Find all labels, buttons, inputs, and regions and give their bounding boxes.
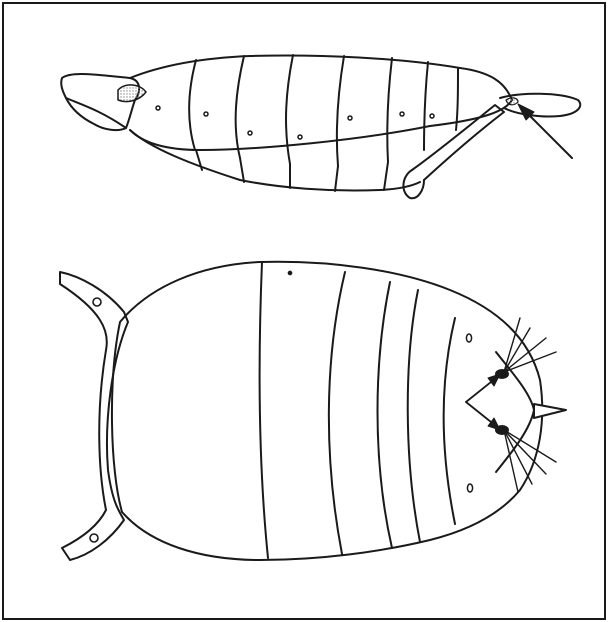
lateral-sternite-line [196,150,202,170]
lateral-sternite-line [335,166,338,191]
lateral-tergite-line [286,55,293,164]
dorsal-segment-line [444,318,455,524]
lateral-tergite-line [189,60,196,150]
dorsal-terminal-spine [534,404,566,418]
lateral-ventral-outline [130,130,420,191]
dorsal-setae-upper [504,318,556,372]
dorsal-segment-line [408,290,420,542]
lateral-body-outline [130,56,512,151]
dorsal-arrowhead [488,418,500,430]
dorsal-crescent-strap [60,272,128,560]
lateral-tergite-line [236,56,244,158]
lateral-terminal-spot [506,98,518,105]
dorsal-strap-spot [93,298,101,306]
lateral-tergite-line [424,62,428,150]
dorsal-segment-line [260,262,268,558]
lateral-view [61,55,580,198]
dorsal-strap-spot [90,534,98,542]
lateral-tergite-line [387,58,392,162]
lateral-stippled-patch [118,85,146,102]
dorsal-segment-line [378,282,393,548]
dorsal-setae-lower [504,430,556,492]
dorsal-arrowhead [488,374,500,386]
dorsal-view [60,262,566,560]
lateral-tergite-line [456,68,458,130]
dorsal-segment-line [329,272,345,554]
lateral-spiracles [156,106,434,139]
lateral-sternite-line [240,158,244,182]
lateral-tergite-line [337,56,344,166]
lateral-basal-fold [66,98,126,128]
lateral-sternite-line [384,162,388,190]
